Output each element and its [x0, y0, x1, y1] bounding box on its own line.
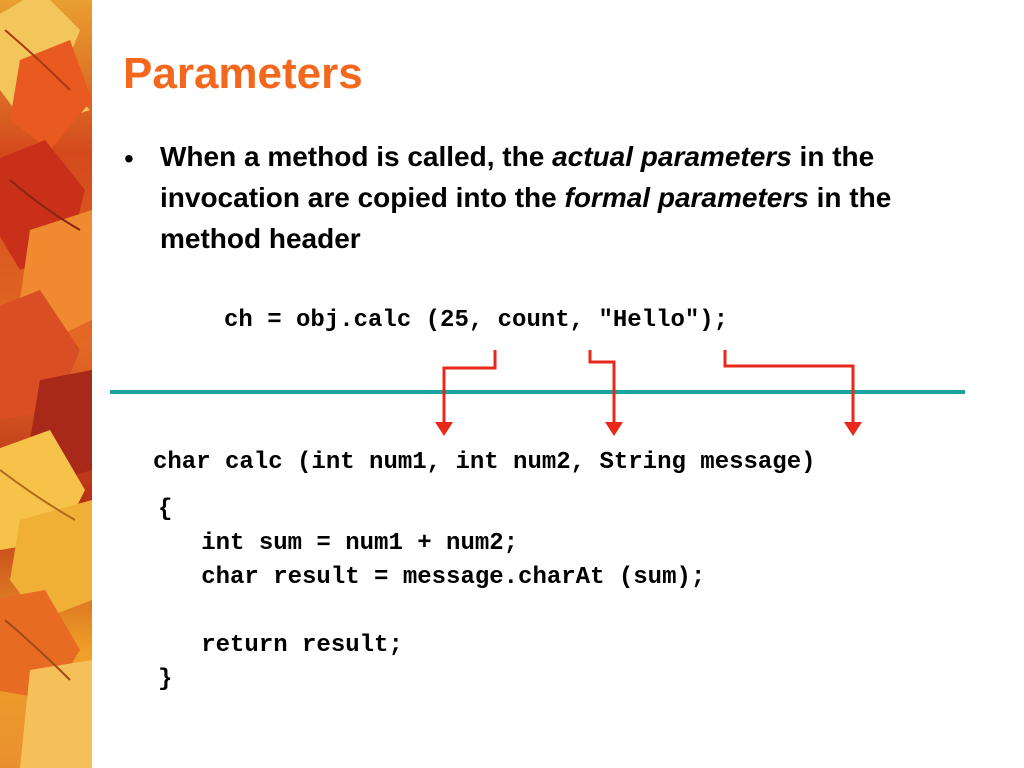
arrow-25-to-num1 — [442, 350, 497, 424]
method-header-code: char calc (int num1, int num2, String me… — [153, 449, 816, 476]
arrowhead-num2 — [605, 422, 623, 436]
arrow-count-to-num2 — [588, 350, 616, 424]
invocation-code: ch = obj.calc (25, count, "Hello"); — [224, 307, 729, 334]
bullet-marker: • — [124, 143, 134, 174]
arrowhead-message — [844, 422, 862, 436]
slide-title: Parameters — [123, 49, 363, 98]
formal-parameters-term: formal parameters — [564, 182, 809, 213]
bullet-text: When a method is called, the actual para… — [160, 136, 990, 259]
method-body-line-2: int sum = num1 + num2; — [158, 530, 519, 557]
bullet-text-part-2: in the invocation are copied into the — [160, 141, 875, 213]
method-body-line-3: char result = message.charAt (sum); — [158, 564, 706, 591]
divider-line — [110, 390, 965, 394]
bullet-text-part-3: in the method header — [160, 182, 892, 254]
arrowhead-num1 — [435, 422, 453, 436]
method-body-line-5: return result; — [158, 632, 403, 659]
autumn-leaves-image — [0, 0, 92, 768]
bullet-text-part-1: When a method is called, the — [160, 141, 553, 172]
actual-parameters-term: actual parameters — [552, 141, 792, 172]
arrow-hello-to-message — [723, 350, 855, 424]
method-body-line-1: { — [158, 496, 173, 523]
method-body-line-6: } — [158, 666, 173, 693]
